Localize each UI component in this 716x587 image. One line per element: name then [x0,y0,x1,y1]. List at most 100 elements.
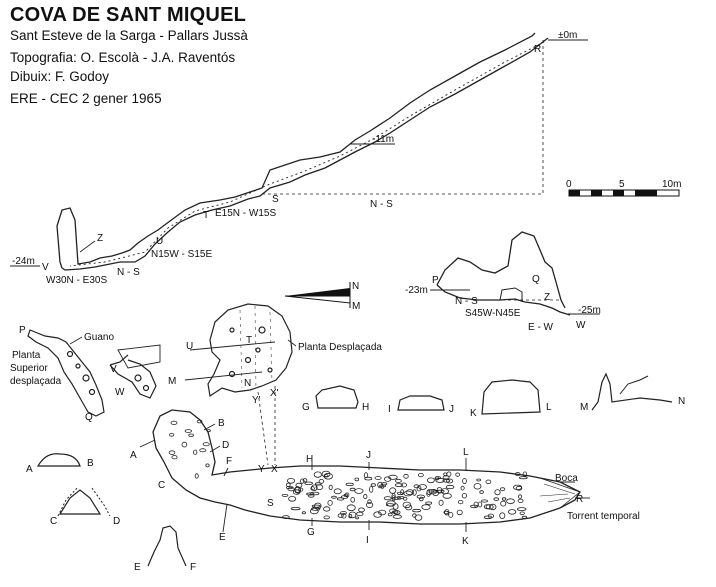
rubble-block [470,504,479,509]
point-t-profile: T [203,210,209,221]
point-b-plan: B [218,418,225,429]
rubble-block [311,484,318,491]
rubble-block [350,496,356,503]
upper-plan-label-1: Planta [12,350,41,361]
section-l-label: L [546,402,552,413]
rubble-block [387,512,393,517]
rubble-block [438,499,444,506]
rubble-block [340,511,347,515]
rubble-block [355,516,360,520]
rubble-block [494,489,501,496]
rubble-block [345,482,354,487]
depth-minus-24: -24m [12,256,35,267]
rubble-block [196,419,203,424]
rubble-block [418,484,427,490]
bearing-e-w: E - W [528,322,554,333]
rubble-block [499,487,506,492]
point-z-profile: Z [97,233,103,244]
rubble-block [374,476,382,480]
rubble-block [412,508,422,513]
rubble-block [432,489,440,497]
rubble-block [313,471,322,478]
section-ticks [139,423,590,533]
rubble-block [396,491,403,496]
point-y-plan: Y [258,464,265,475]
secondary-roof [436,231,566,309]
section-k-label: K [470,408,477,419]
rubble-block [327,499,333,506]
location-text: Sant Esteve de la Sarga - Pallars Jussà [10,28,248,43]
point-h-plan: H [306,454,313,465]
rubble-block [193,449,198,455]
rubble-block [507,509,517,515]
rubble-block [456,509,463,516]
rubble-block [199,448,207,453]
rubble-block [323,506,331,512]
point-r-plan: R [576,494,583,505]
point-g-plan: G [307,527,315,538]
rubble-block [346,504,356,512]
bearing-w30n: W30N - E30S [46,275,107,286]
rubble-block [435,489,445,493]
guano-label: Guano [84,332,114,343]
rubble-block [445,478,454,484]
rubble-block [417,472,424,478]
rubble-block [306,492,315,496]
rubble-block [181,441,188,448]
displaced-plan-label: Planta Desplaçada [298,342,382,353]
point-p-profile: P [432,275,439,286]
rubble-block [506,498,515,505]
rubble-block [442,479,451,483]
rubble-block [309,508,319,515]
rubble-block [446,471,452,477]
rubble-block [343,493,348,497]
rubble-block [333,488,342,495]
cave-title: COVA DE SANT MIQUEL [10,4,247,26]
rubble-block [308,493,315,498]
point-n-plan: N [244,378,251,389]
north-label: N [352,281,359,292]
secondary-profile-labels: -23m -25m P Q Z W N - S S45W-N45E E - W [405,274,601,333]
rubble-block [354,477,360,482]
rubble-block [328,484,333,490]
rubble-block [365,501,374,508]
profile-floor-texture [69,41,545,267]
rubble-block [412,513,417,518]
rubble-block [460,485,465,491]
bearing-e15n: E15N - W15S [215,208,276,219]
rubble-block [461,493,467,499]
rubble-block [171,455,178,460]
point-k-plan: K [462,536,469,547]
rubble-block [370,483,376,487]
rubble-block [476,478,482,482]
rubble-block [309,491,320,496]
rubble-block [311,504,321,508]
magnetic-label: M [352,301,360,312]
point-s-profile: S [272,194,279,205]
rubble-block [518,476,528,480]
rubble-block [513,484,523,491]
rubble-block [315,484,324,490]
rubble-block [455,472,460,477]
rubble-block [517,507,527,512]
rubble-block [487,513,494,519]
point-i-plan: I [366,535,369,546]
rubble-block [480,499,488,503]
point-v-profile: V [42,262,49,273]
rubble-block [287,486,295,492]
projection-links [257,386,276,466]
profile-floor [61,37,549,271]
upper-plan-label-2: Superior [10,363,48,374]
rubble-block [396,495,405,500]
rubble-block [369,486,374,493]
survey-credit: Topografia: O. Escolà - J.A. Raventós [10,50,236,65]
section-cd [58,489,102,515]
rubble-block [318,478,325,484]
rubble-block [304,481,314,485]
rubble-block [403,490,413,497]
rubble-block [445,484,455,490]
main-plan-blocks [168,419,528,521]
displaced-plan [184,303,293,398]
rubble-block [444,509,450,516]
